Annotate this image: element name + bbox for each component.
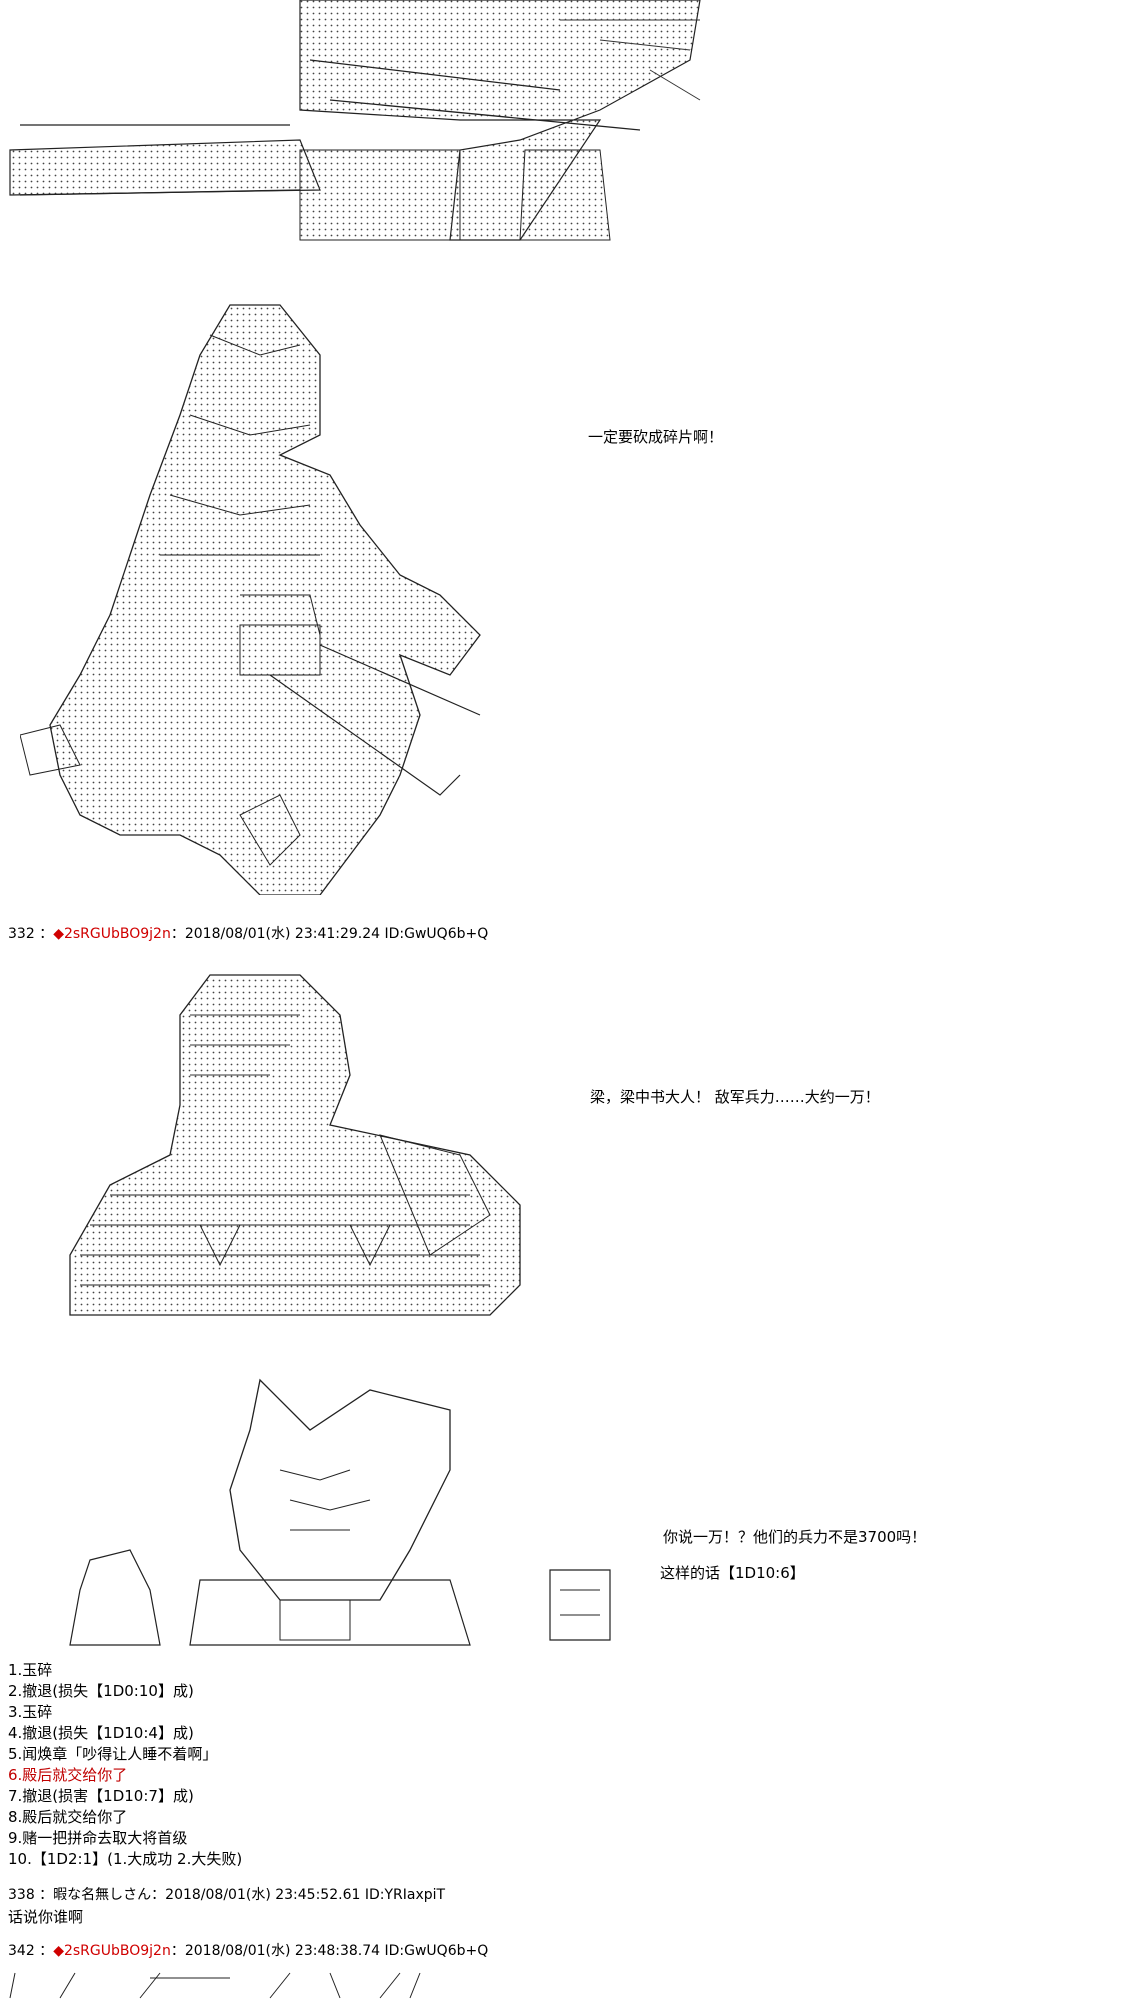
list-item: 8.殿后就交给你了 (8, 1808, 128, 1826)
list-item: 10.【1D2:1】(1.大成功 2.大失败) (8, 1850, 243, 1868)
list-item: 2.撤退(损失【1D0:10】成) (8, 1682, 194, 1700)
post-meta: ：2018/08/01(水) 23:48:38.74 ID:GwUQ6b+Q (170, 1943, 489, 1959)
post-header: 332 ：◆2sRGUbBO9j2n：2018/08/01(水) 23:41:2… (8, 926, 489, 942)
trip-code[interactable]: 2sRGUbBO9j2n (63, 1943, 171, 1959)
post-number: 332 (8, 926, 35, 942)
list-item: 4.撤退(损失【1D10:4】成) (8, 1724, 194, 1742)
post-header: 342 ：◆2sRGUbBO9j2n：2018/08/01(水) 23:48:3… (8, 1943, 489, 1959)
ascii-art-horse (0, 0, 720, 245)
post-header: 338 ：暇な名無しさん：2018/08/01(水) 23:45:52.61 I… (8, 1887, 446, 1903)
dialog-text: 梁，梁中书大人！ 敌军兵力……大约一万！ (590, 1088, 880, 1106)
post-number: 342 (8, 1943, 35, 1959)
ascii-art-soldier (50, 955, 540, 1325)
trip-code[interactable]: 2sRGUbBO9j2n (63, 926, 171, 942)
dialog-text: 这样的话【1D10:6】 (660, 1564, 805, 1582)
option-list: 1.玉碎 2.撤退(损失【1D0:10】成) 3.玉碎 4.撤退(损失【1D10… (8, 1660, 242, 1870)
ascii-art-general (50, 1370, 620, 1650)
list-item: 9.赌一把拼命去取大将首级 (8, 1829, 188, 1847)
post-body: 话说你谁啊 (8, 1908, 84, 1926)
dialog-text: 一定要砍成碎片啊！ (588, 428, 724, 446)
ascii-art-partial (0, 1968, 480, 2000)
list-item: 5.闻焕章「吵得让人睡不着啊」 (8, 1745, 218, 1763)
dialog-text: 你说一万！？他们的兵力不是3700吗！ (663, 1528, 927, 1546)
trip-diamond-icon: ◆ (53, 926, 64, 942)
ascii-art-woman (20, 295, 490, 895)
list-item: 1.玉碎 (8, 1661, 53, 1679)
post-meta: ：2018/08/01(水) 23:41:29.24 ID:GwUQ6b+Q (170, 926, 489, 942)
trip-diamond-icon: ◆ (53, 1943, 64, 1959)
list-item-selected: 6.殿后就交给你了 (8, 1766, 128, 1784)
list-item: 3.玉碎 (8, 1703, 53, 1721)
list-item: 7.撤退(损害【1D10:7】成) (8, 1787, 194, 1805)
